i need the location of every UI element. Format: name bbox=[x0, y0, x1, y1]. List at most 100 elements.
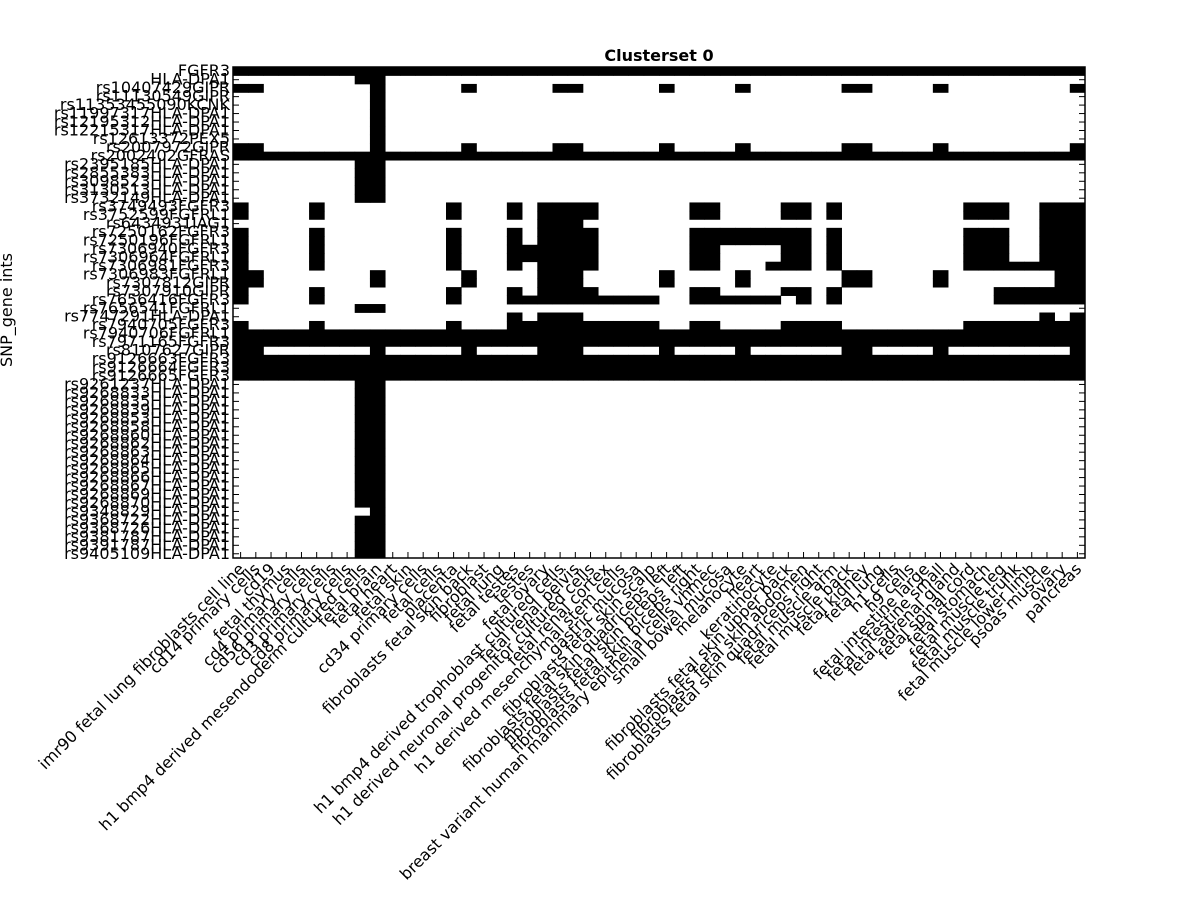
heatmap-cell bbox=[385, 151, 401, 161]
row-labels: FGFR3HLA-DPA1rs10407429GIPRrs11130549GIP… bbox=[54, 61, 231, 563]
heatmap-cell bbox=[1039, 219, 1055, 229]
heatmap-cell bbox=[735, 83, 751, 93]
heatmap-cell bbox=[233, 354, 249, 364]
heatmap-cell bbox=[582, 363, 599, 373]
heatmap-cell bbox=[552, 329, 569, 339]
heatmap-cell bbox=[491, 337, 508, 347]
heatmap-cell bbox=[309, 244, 325, 254]
heatmap-cell bbox=[537, 244, 553, 254]
heatmap-cell bbox=[354, 304, 371, 313]
heatmap-cell bbox=[765, 337, 782, 347]
heatmap-cell bbox=[978, 151, 995, 161]
heatmap-cell bbox=[461, 329, 477, 339]
heatmap-cell bbox=[552, 253, 569, 263]
heatmap-cell bbox=[932, 363, 949, 373]
heatmap-cell bbox=[552, 151, 569, 161]
heatmap-cell bbox=[446, 151, 462, 161]
heatmap-cell bbox=[506, 253, 523, 263]
heatmap-cell bbox=[369, 490, 386, 500]
heatmap-cell bbox=[613, 363, 629, 373]
heatmap-cell bbox=[552, 278, 569, 288]
heatmap-cell bbox=[1039, 354, 1055, 364]
heatmap-cell bbox=[461, 278, 477, 288]
heatmap-cell bbox=[309, 354, 325, 364]
heatmap-cell bbox=[522, 329, 538, 339]
heatmap-cell bbox=[248, 270, 264, 280]
row-label: rs7747291HLA-DPA1 bbox=[64, 307, 230, 326]
row-label: rs8107627GIPR bbox=[106, 341, 230, 360]
heatmap-cell bbox=[1054, 270, 1071, 280]
heatmap-cell bbox=[415, 329, 432, 339]
heatmap-cell bbox=[354, 541, 371, 550]
heatmap-cell bbox=[476, 329, 493, 339]
heatmap-cell bbox=[719, 329, 736, 339]
heatmap-cell bbox=[993, 244, 1010, 254]
heatmap-cell bbox=[506, 354, 523, 364]
heatmap-cell bbox=[354, 193, 371, 203]
heatmap-cell bbox=[689, 227, 706, 237]
heatmap-cell bbox=[537, 202, 553, 212]
heatmap-cell bbox=[339, 363, 356, 373]
heatmap-cell bbox=[567, 337, 584, 347]
heatmap-cell bbox=[263, 151, 280, 161]
heatmap-cell bbox=[248, 329, 264, 339]
heatmap-cell bbox=[841, 354, 858, 364]
heatmap-cell bbox=[780, 354, 797, 364]
heatmap-cell bbox=[369, 337, 386, 347]
heatmap-cell bbox=[826, 320, 842, 330]
heatmap-cell bbox=[704, 354, 721, 364]
heatmap-cell bbox=[309, 320, 325, 330]
row-label: rs7940705FGFR3 bbox=[92, 315, 230, 334]
heatmap-cell bbox=[659, 329, 675, 339]
heatmap-cell bbox=[582, 354, 599, 364]
axis-ticks bbox=[233, 67, 1085, 558]
row-label: rs3098523HLA-DPA1 bbox=[64, 171, 230, 190]
heatmap-cell bbox=[704, 253, 721, 263]
heatmap-cell bbox=[750, 227, 766, 237]
heatmap-cell bbox=[1069, 329, 1086, 339]
heatmap-cell bbox=[385, 371, 401, 381]
row-label: rs9268860HLA-DPA1 bbox=[64, 425, 230, 444]
heatmap-cell bbox=[522, 371, 538, 381]
heatmap-cell bbox=[309, 151, 325, 161]
heatmap-cell bbox=[689, 236, 706, 246]
heatmap-cell bbox=[461, 151, 477, 161]
heatmap-cell bbox=[369, 304, 386, 313]
row-label: rs7250162FGFR3 bbox=[92, 222, 230, 241]
heatmap-cell bbox=[780, 337, 797, 347]
heatmap-cell bbox=[628, 320, 645, 330]
heatmap-cell bbox=[491, 363, 508, 373]
heatmap-cell bbox=[354, 397, 371, 407]
heatmap-cell bbox=[1069, 337, 1086, 347]
heatmap-cell bbox=[385, 337, 401, 347]
heatmap-cell bbox=[659, 371, 675, 381]
heatmap-cell bbox=[1024, 320, 1040, 330]
heatmap-cell bbox=[354, 473, 371, 483]
heatmap-cell bbox=[233, 363, 249, 373]
heatmap-cell bbox=[765, 295, 782, 305]
heatmap-cell bbox=[856, 363, 873, 373]
heatmap-cell bbox=[1069, 202, 1086, 212]
heatmap-cell bbox=[765, 371, 782, 381]
heatmap-cell bbox=[887, 363, 903, 373]
heatmap-cell bbox=[963, 337, 979, 347]
heatmap-cell bbox=[1039, 287, 1055, 296]
heatmap-cell bbox=[704, 210, 721, 220]
heatmap-cell bbox=[1054, 219, 1071, 229]
heatmap-cell bbox=[689, 202, 706, 212]
heatmap-cell bbox=[1008, 337, 1025, 347]
heatmap-cell bbox=[369, 270, 386, 280]
heatmap-cell bbox=[598, 151, 614, 161]
heatmap-cell bbox=[643, 295, 660, 305]
heatmap-cell bbox=[369, 185, 386, 195]
heatmap-cell bbox=[263, 363, 280, 373]
heatmap-cell bbox=[780, 261, 797, 271]
heatmap-cell bbox=[309, 363, 325, 373]
heatmap-cell bbox=[963, 202, 979, 212]
heatmap-cell bbox=[552, 261, 569, 271]
heatmap-cell bbox=[1069, 244, 1086, 254]
heatmap-cell bbox=[1039, 320, 1055, 330]
heatmap-cell bbox=[385, 354, 401, 364]
heatmap-cell bbox=[1024, 371, 1040, 381]
heatmap-cell bbox=[811, 151, 827, 161]
